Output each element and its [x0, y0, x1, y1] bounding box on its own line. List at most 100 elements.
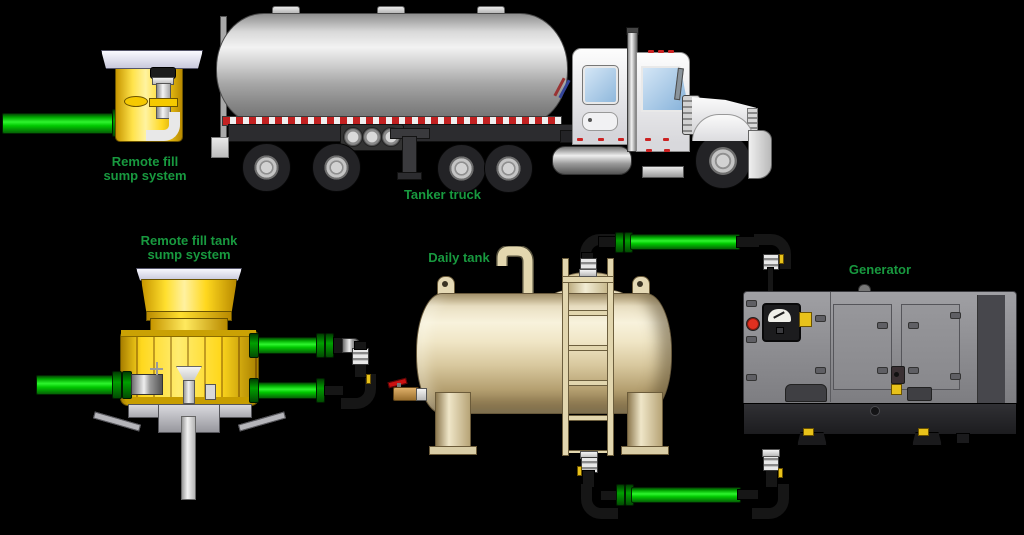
trailer-wheel — [242, 143, 291, 192]
marker-light — [663, 138, 669, 141]
roof-marker-light — [658, 50, 664, 53]
door-latch-pill — [746, 336, 757, 343]
sleeper-window — [582, 65, 619, 105]
door-latch-pill — [746, 300, 757, 307]
trailer-wheel — [484, 144, 533, 193]
pipe-flange — [616, 484, 625, 506]
gauge-button — [776, 327, 784, 334]
door-lock-dot — [894, 372, 899, 377]
base-plug — [870, 406, 880, 416]
label-line1: Remote fill — [111, 154, 179, 169]
label-line2: sump system — [103, 168, 187, 183]
pipe-flange — [249, 378, 259, 403]
remote-fill-tank-sump-label: Remote fill tank sump system — [128, 234, 250, 262]
sleeper-access-panel — [582, 112, 618, 131]
vent-plate — [907, 387, 932, 401]
return-pipe — [631, 487, 741, 503]
pipe-elbow — [754, 234, 791, 269]
estop-button — [746, 317, 760, 331]
sump-inlet-pipe — [36, 375, 120, 395]
marker-light — [664, 149, 670, 152]
ladder-rungs — [567, 281, 607, 453]
label-line2: sump system — [147, 247, 231, 262]
louver — [785, 384, 827, 402]
pipe-flange — [316, 333, 325, 358]
trailer-wheel — [312, 143, 361, 192]
marker-light — [646, 149, 652, 152]
remote-fill-inlet-pipe — [2, 113, 122, 134]
riser-ring — [579, 269, 597, 277]
roof-marker-light — [648, 50, 654, 53]
lug-hole — [442, 281, 448, 287]
sump-cylinder-top-band — [121, 330, 256, 337]
panel-latch-dot — [588, 118, 592, 122]
landing-gear-foot — [397, 172, 422, 180]
pipe-flange — [615, 232, 624, 253]
valve-cross-handle — [150, 362, 163, 375]
mudflap — [211, 137, 229, 158]
toolbox-drum — [362, 127, 382, 147]
enclosure-dark-strip — [977, 295, 1005, 403]
yellow-cap — [124, 96, 148, 107]
valve-stem — [397, 383, 401, 389]
generator-base — [743, 403, 1017, 435]
riser-pipe — [767, 267, 774, 294]
pipe-elbow — [341, 374, 376, 409]
tag — [577, 466, 582, 476]
cab-step — [642, 166, 684, 178]
generator-label: Generator — [848, 262, 912, 277]
door-latch-pill — [815, 315, 826, 322]
front-wheel — [695, 133, 751, 189]
trailer-tank — [216, 13, 568, 126]
roof-marker-light — [668, 50, 674, 53]
supply-pipe — [630, 234, 740, 250]
riser-fittings — [352, 348, 369, 365]
door-latch-pill — [877, 322, 888, 329]
tank-leg — [627, 392, 663, 450]
valve-adapter — [416, 388, 427, 401]
bumper — [748, 130, 772, 179]
marker-light — [577, 138, 583, 141]
tanker-truck-label: Tanker truck — [403, 187, 482, 202]
foot-tag — [918, 428, 929, 436]
door-latch-pill — [950, 312, 961, 319]
pipe-elbow — [581, 484, 618, 519]
pipe-flange — [249, 333, 259, 358]
landing-gear-leg — [402, 136, 417, 176]
sump-outlet-pipe-lower — [253, 382, 319, 399]
ladder-rail — [562, 258, 569, 456]
pipe-band — [149, 98, 178, 107]
warning-sticker — [891, 384, 902, 395]
door-latch-pill — [877, 367, 888, 374]
foot-tag — [803, 428, 814, 436]
marker-light — [645, 138, 651, 141]
door-latch-pill — [746, 374, 757, 381]
tank-leg — [435, 392, 471, 450]
tank-leg-foot — [621, 446, 669, 455]
riser-ring — [762, 449, 780, 457]
tag — [366, 374, 371, 384]
drop-pipe — [181, 416, 196, 500]
remote-fill-sump-label: Remote fill sump system — [95, 155, 195, 183]
small-valve — [205, 384, 216, 400]
sump-funnel — [141, 279, 237, 315]
fill-pipe-elbow — [146, 112, 180, 141]
door-latch-pill — [815, 367, 826, 374]
tag — [779, 254, 784, 264]
vent-gooseneck — [496, 246, 534, 296]
label-line1: Remote fill tank — [140, 233, 238, 248]
marker-light — [598, 138, 604, 141]
door-latch-pill — [908, 322, 919, 329]
panel-seam — [830, 292, 831, 402]
warning-sticker — [799, 312, 812, 327]
marker-light — [618, 138, 624, 141]
ladder-top-rung — [562, 276, 614, 283]
riser-cap — [354, 341, 367, 350]
center-stem — [183, 380, 195, 404]
trailer-wheel — [437, 144, 486, 193]
lug-hole — [637, 281, 643, 287]
ladder-rail — [607, 258, 614, 456]
sump-outlet-pipe-upper — [253, 337, 319, 354]
door-latch-pill — [950, 373, 961, 380]
